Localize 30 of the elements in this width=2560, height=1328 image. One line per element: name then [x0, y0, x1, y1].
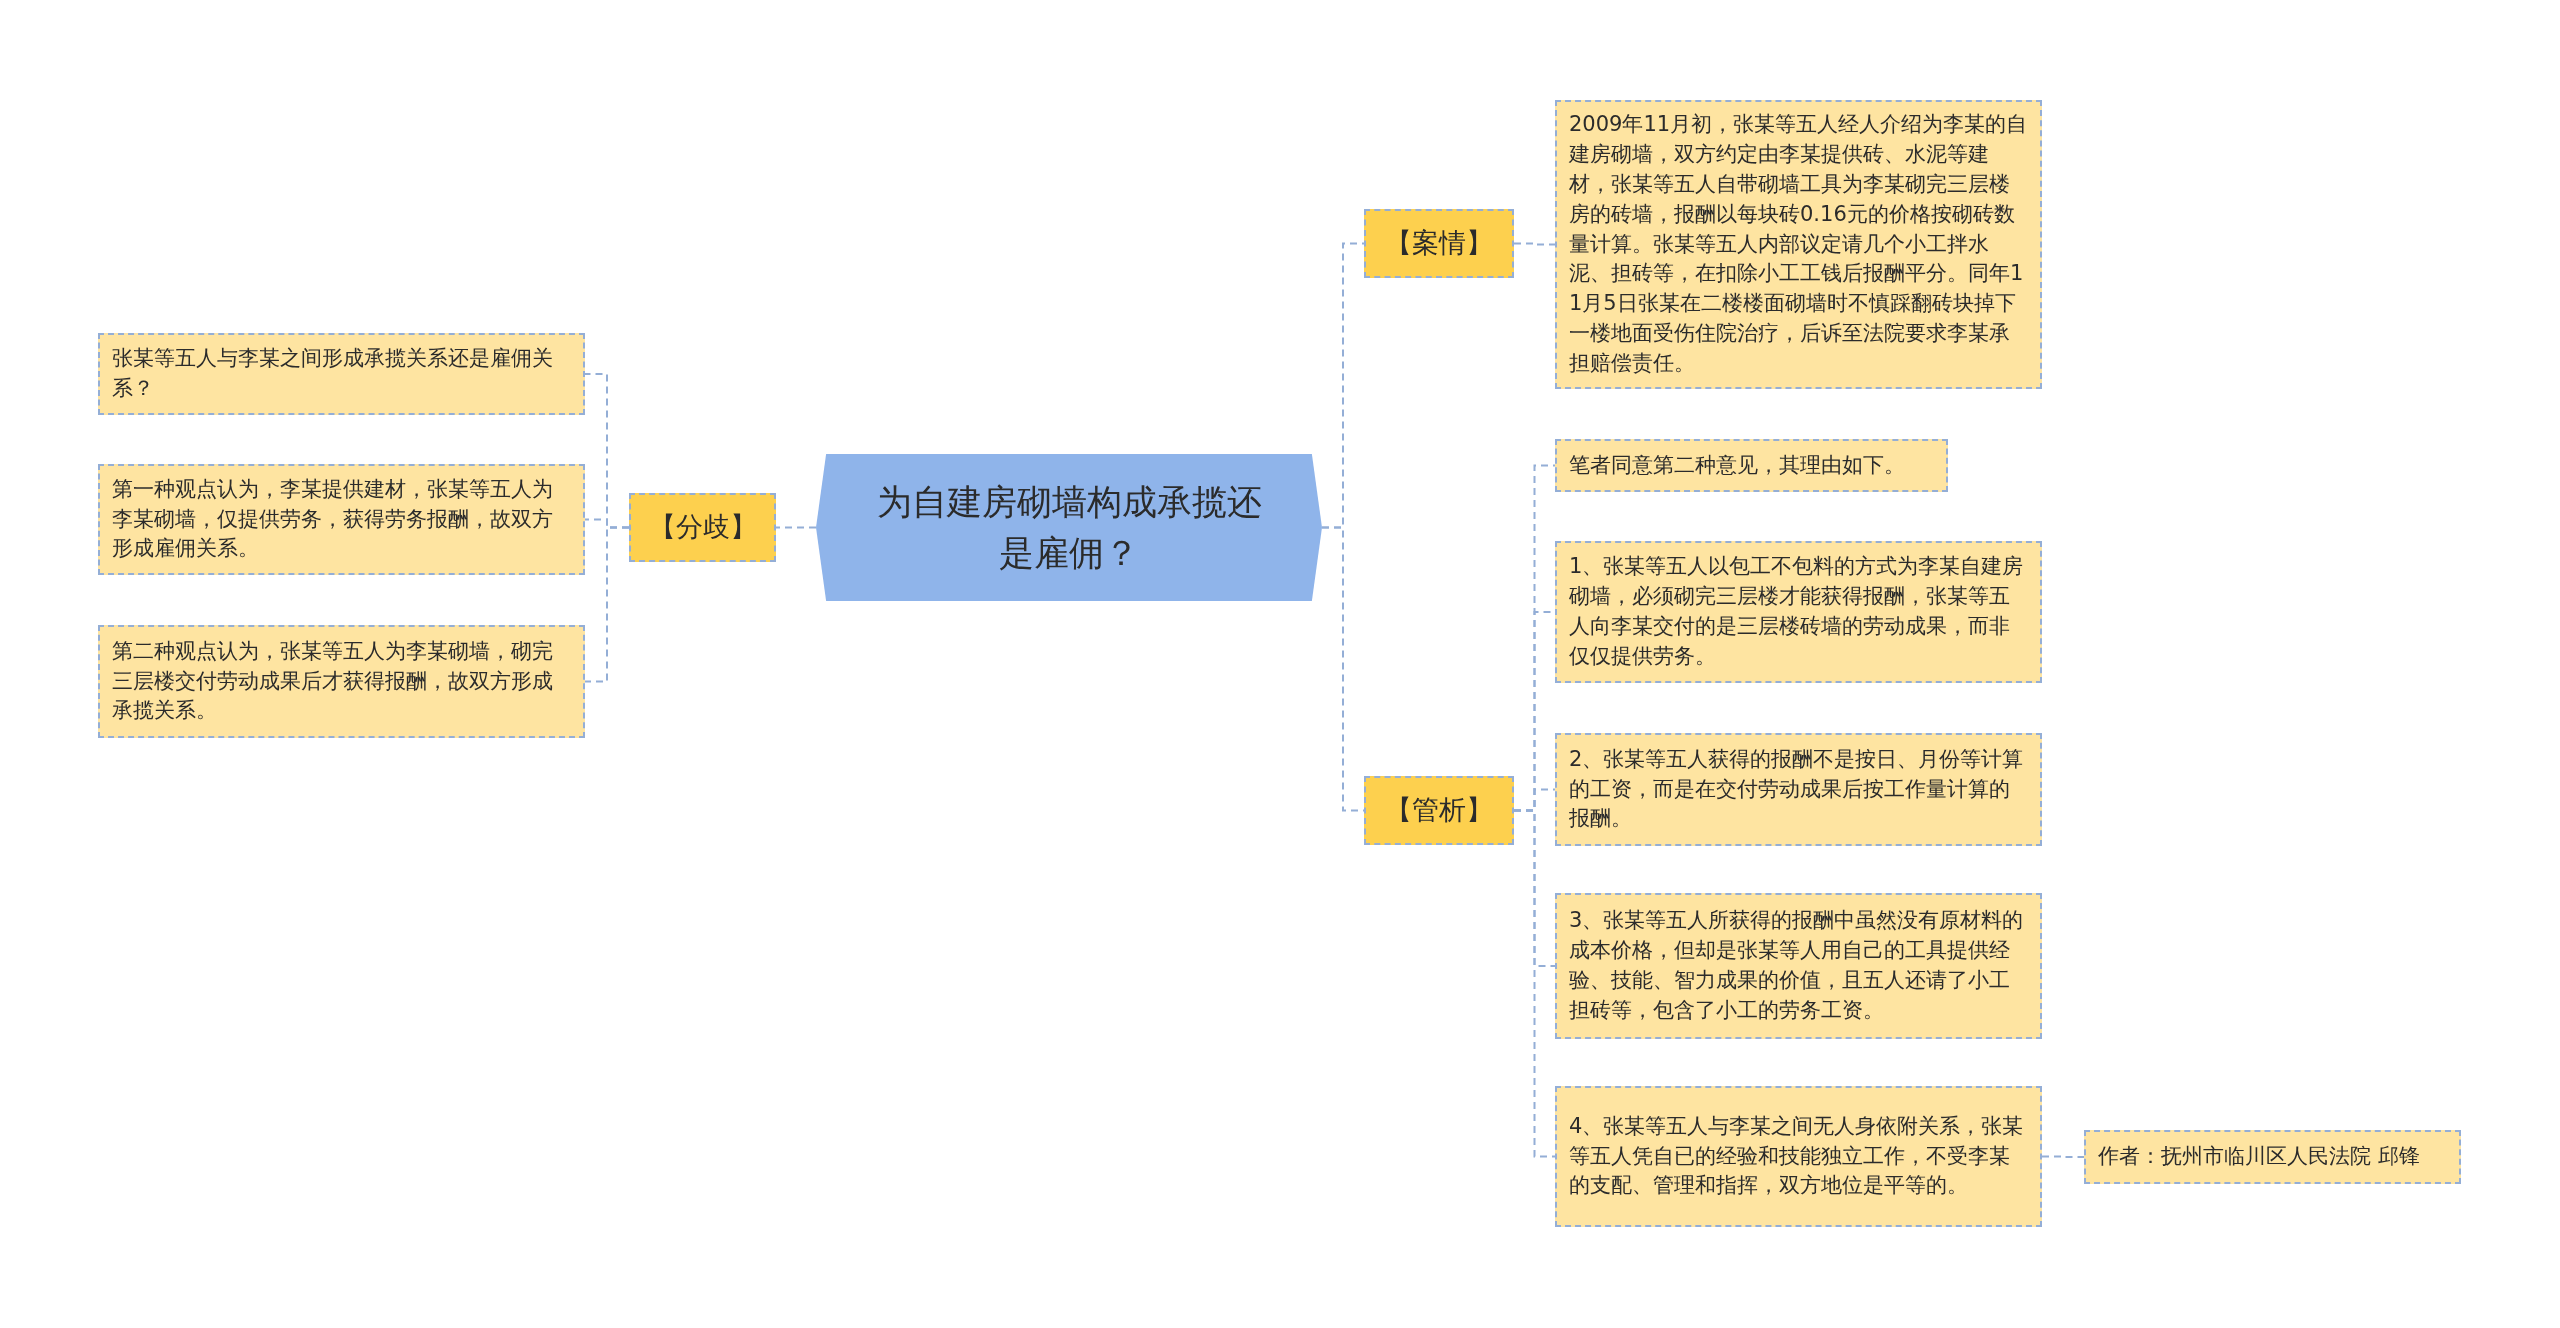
- note-text: 第一种观点认为，李某提供建材，张某等五人为李某砌墙，仅提供劳务，获得劳务报酬，故双方形成雇佣关系。: [112, 475, 554, 563]
- note-text: 1、张某等五人以包工不包料的方式为李某自建房砌墙，必须砌完三层楼才能获得报酬，张某等五人向李某交付的是三层楼砖墙的劳动成果，而非仅仅提供劳务。: [1569, 553, 2025, 670]
- branch-label: 【分歧】: [648, 510, 757, 545]
- branch-box: [629, 493, 776, 562]
- note-box: [2084, 1130, 2461, 1184]
- note-box: [98, 464, 585, 575]
- note-box: [98, 625, 585, 738]
- topic-title: 为自建房砌墙构成承揽还是雇佣？: [876, 480, 1262, 575]
- note-text: 作者：抚州市临川区人民法院 邱锋: [2098, 1143, 2420, 1171]
- branch-box: [1364, 209, 1514, 278]
- note-text: 张某等五人与李某之间形成承揽关系还是雇佣关系？: [112, 345, 554, 402]
- note-box: [1555, 541, 2042, 683]
- note-text: 2009年11月初，张某等五人经人介绍为李某的自建房砌墙，双方约定由李某提供砖、水泥等建材，张某等五人自带砌墙工具为李某砌完三层楼房的砖墙，报酬以每块砖0.16元的价格按砌砖数量计算。张某等五人内部议定请几个小工拌水泥、担砖等，在扣除小工工钱后报酬平分。同年11月5日张某在二楼楼面砌墙时不慎踩翻砖块掉下一楼地面受伤住院治疗，后诉至法院要求李某承担赔偿责任。: [1569, 111, 2028, 377]
- branch-box: [1364, 776, 1514, 845]
- note-box: [1555, 1086, 2042, 1227]
- note-text: 4、张某等五人与李某之间无人身依附关系，张某等五人凭自已的经验和技能独立工作，不受李某的支配、管理和指挥，双方地位是平等的。: [1569, 1112, 2025, 1200]
- note-box: [1555, 439, 1948, 492]
- note-box: [1555, 733, 2042, 846]
- connector-line: [2041, 1155, 2085, 1158]
- branch-label: 【案情】: [1385, 226, 1493, 261]
- note-text: 第二种观点认为，张某等五人为李某砌墙，砌完三层楼交付劳动成果后才获得报酬，故双方形成承揽关系。: [112, 637, 554, 725]
- branch-label: 【管析】: [1385, 793, 1493, 828]
- note-box: [1555, 893, 2042, 1039]
- note-text: 2、张某等五人获得的报酬不是按日、月份等计算的工资，而是在交付劳动成果后按工作量计算的报酬。: [1569, 745, 2025, 833]
- note-text: 笔者同意第二种意见，其理由如下。: [1569, 451, 1905, 479]
- note-box: [98, 333, 585, 415]
- note-text: 3、张某等五人所获得的报酬中虽然没有原材料的成本价格，但却是张某等人用自己的工具提供经验、技能、智力成果的价值，且五人还请了小工担砖等，包含了小工的劳务工资。: [1569, 907, 2025, 1024]
- connector-line: [584, 526, 630, 683]
- connector-line: [775, 526, 817, 529]
- connector-line: [1513, 242, 1556, 246]
